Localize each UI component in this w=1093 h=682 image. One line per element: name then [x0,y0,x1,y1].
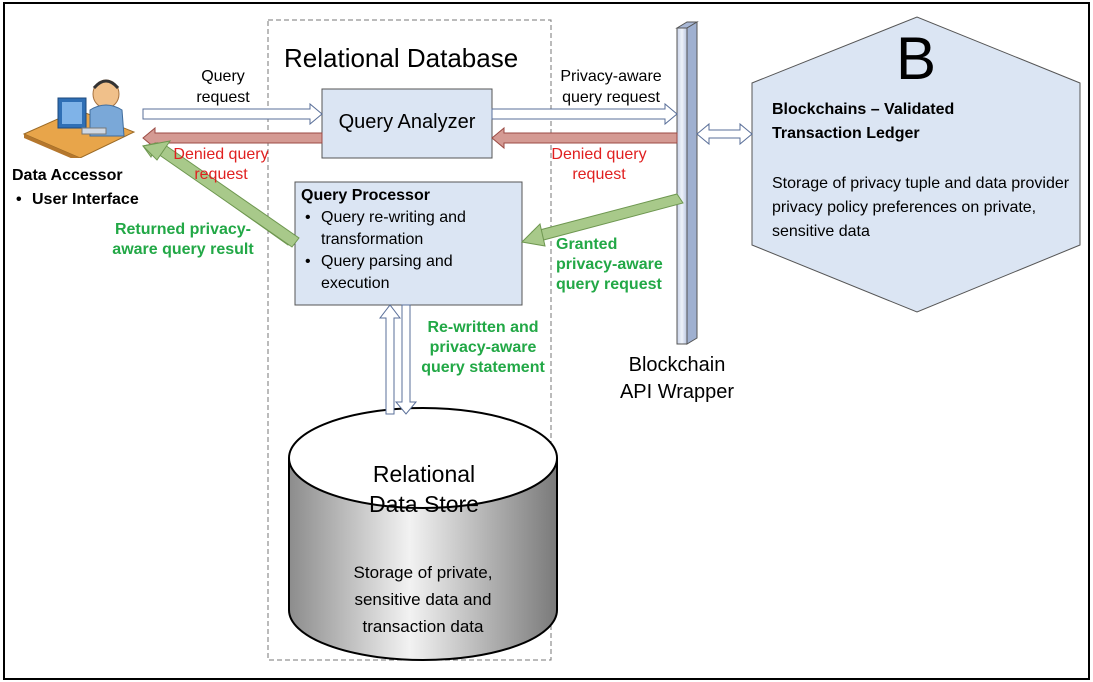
privacy-aware-request-arrow [491,102,678,126]
store-to-processor-arrow [378,304,402,415]
api-wrapper-label: Blockchain API Wrapper [619,354,735,403]
blockchain-title: Blockchains – Validated Transaction Ledg… [772,101,955,142]
granted-request-label: Granted privacy-aware query request [556,236,663,293]
blockchain-description: Storage of privacy tuple and data provid… [772,175,1070,240]
data-accessor-title: Data Accessor [12,167,123,184]
data-store-description: Storage of private, sensitive data and t… [353,563,493,636]
privacy-aware-request-label: Privacy-aware query request [560,68,662,106]
data-accessor-panel: Data Accessor User Interface [12,164,139,212]
granted-request-arrowhead [520,223,546,247]
blockchain-hexagon[interactable] [751,16,1081,313]
wrapper-blockchain-arrow [696,122,753,146]
denied-arrow-right [491,126,678,150]
outer-frame [3,2,1090,680]
relational-database-title: Relational Database [284,43,519,73]
data-accessor-item: User Interface [12,188,139,212]
denied-arrow-left [142,126,323,150]
query-processor-item: Query re-writing and transformation [301,207,519,251]
query-processor-item: Query parsing and execution [301,251,519,295]
query-processor-content: Query Processor Query re-writing and tra… [301,185,519,295]
returned-result-arrowhead [141,140,172,161]
denied-request-label-right: Denied query request [551,146,647,183]
api-wrapper-bar[interactable] [675,21,699,345]
query-request-arrow [142,102,323,126]
returned-result-label: Returned privacy-aware query result [112,221,254,258]
denied-request-label-left: Denied query request [173,146,269,183]
rewritten-statement-label: Re-written and privacy-aware query state… [421,319,545,376]
data-accessor-icon[interactable] [18,62,138,162]
blockchain-letter: B [896,25,937,92]
data-store-title: Relational Data Store [369,461,479,517]
query-request-label: Query request [196,68,250,106]
query-analyzer-label: Query Analyzer [338,111,476,133]
query-processor-title: Query Processor [301,187,430,204]
query-analyzer-box[interactable] [321,88,493,159]
relational-data-store-cylinder[interactable] [288,407,558,661]
processor-to-store-arrow [394,304,418,415]
